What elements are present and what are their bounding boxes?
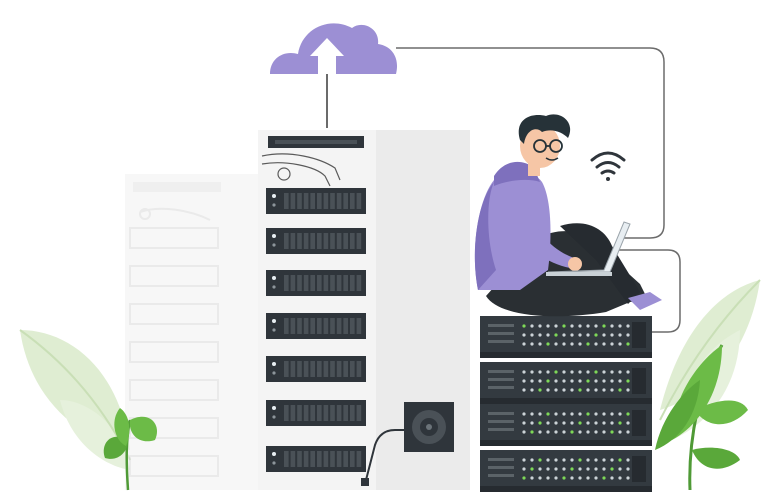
server-unit [480, 450, 652, 492]
rack-slot [266, 188, 366, 214]
plant-left [103, 408, 158, 491]
rack-slot [266, 356, 366, 382]
rack-slot [266, 228, 366, 254]
person-with-laptop [474, 114, 662, 317]
fan-unit [361, 402, 454, 486]
rack-slot [266, 313, 366, 339]
plant-right [655, 344, 748, 491]
rack-slot [266, 270, 366, 296]
server-unit [480, 316, 652, 358]
rack-slot-group [266, 188, 366, 472]
cloud-upload-icon [270, 23, 398, 128]
ghost-server-rack [125, 174, 265, 490]
fan-icon [412, 410, 446, 444]
network-cable [396, 47, 665, 239]
server-stack [480, 316, 652, 492]
main-server-rack [258, 130, 470, 490]
rack-slot [266, 446, 366, 472]
rack-slot [266, 400, 366, 426]
wifi-icon [590, 151, 626, 181]
server-unit [480, 362, 652, 404]
server-unit [480, 404, 652, 446]
network-cable-lower [612, 249, 681, 333]
